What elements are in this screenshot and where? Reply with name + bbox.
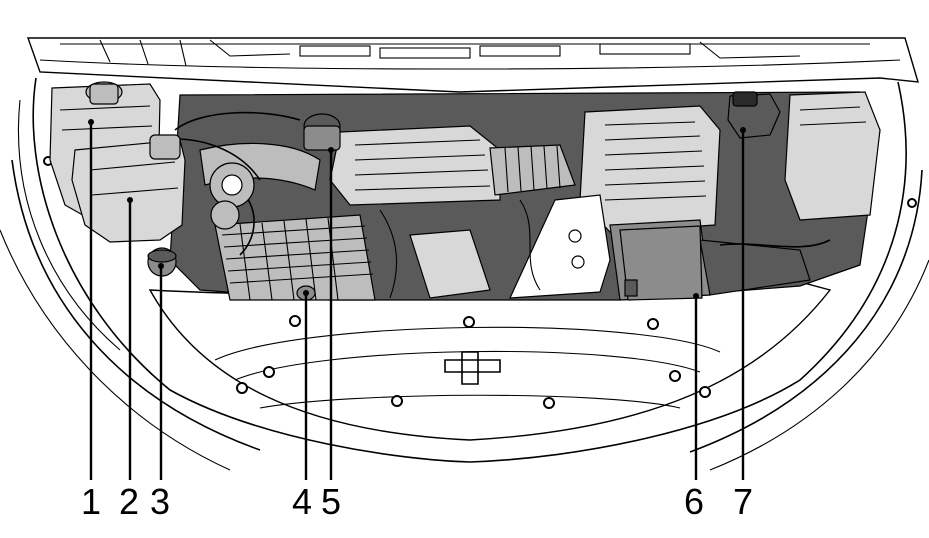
callout-5: 5 xyxy=(321,481,341,522)
callout-2: 2 xyxy=(119,481,139,522)
brake-fluid-reservoir xyxy=(727,91,781,139)
washer-reservoir xyxy=(71,134,186,243)
callout-labels: 1 2 3 4 5 6 7 xyxy=(81,481,753,522)
battery xyxy=(619,225,703,301)
engine-details xyxy=(159,91,881,301)
panel-bolts xyxy=(43,156,917,409)
callout-7: 7 xyxy=(733,481,753,522)
callout-3: 3 xyxy=(150,481,170,522)
callout-1: 1 xyxy=(81,481,101,522)
callout-6: 6 xyxy=(684,481,704,522)
front-panel xyxy=(148,281,832,441)
callout-4: 4 xyxy=(292,481,312,522)
leader-lines xyxy=(88,119,746,480)
hood-underside xyxy=(27,37,919,93)
oil-filler-cap xyxy=(303,113,341,151)
